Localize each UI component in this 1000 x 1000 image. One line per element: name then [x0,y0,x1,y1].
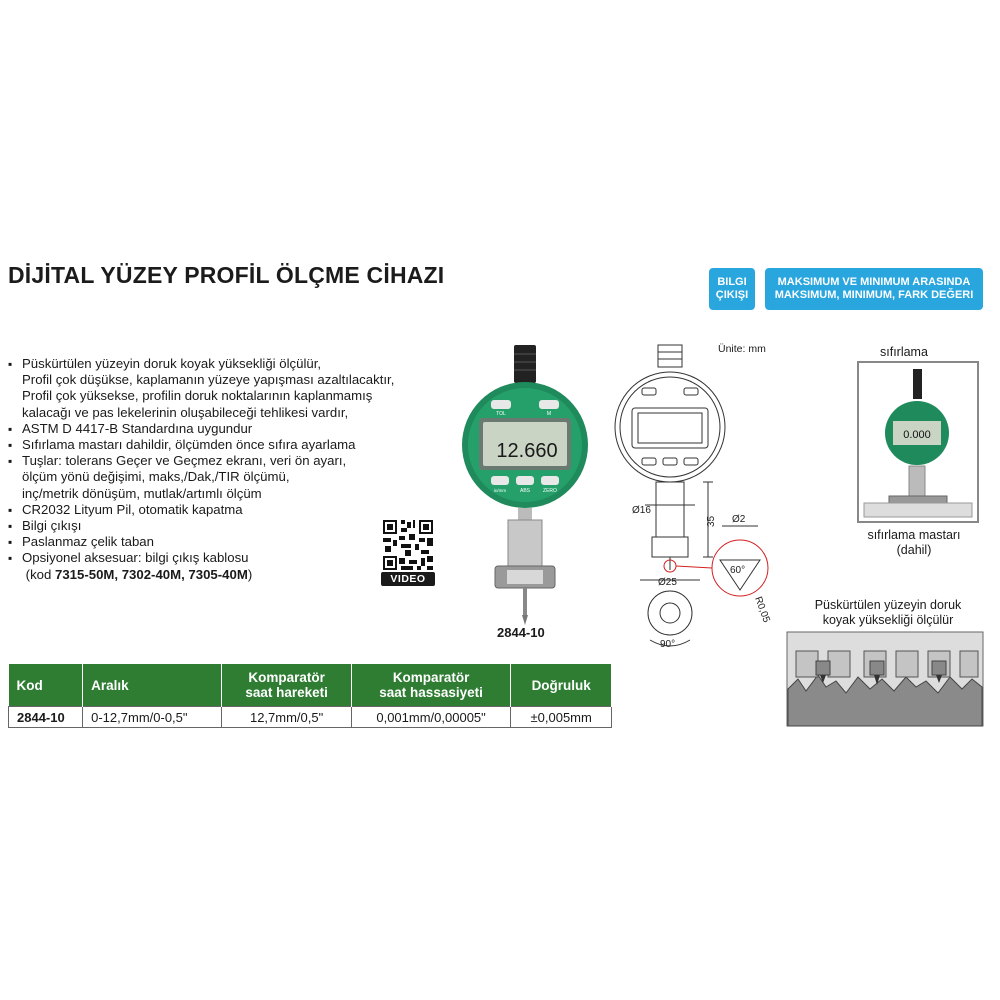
cell-saat-hassasiyeti: 0,001mm/0,00005" [350,706,512,728]
unit-label: Ünite: mm [718,343,766,355]
cell-kod: 2844-10 [7,706,84,728]
feature-text: ölçüm yönü değişimi, maks,/Dak,/TIR ölçü… [22,469,290,485]
col-header-text: saat hassasiyeti [379,685,483,700]
accessory-prefix: (kod [25,566,55,582]
cell-saat-hareketi: 12,7mm/0,5" [221,706,352,728]
zeroing-caption-line: (dahil) [896,543,932,557]
zeroing-lcd-value: 0.000 [903,429,931,441]
feature-text: Paslanmaz çelik taban [22,534,154,550]
abs-label: ABS [520,488,531,494]
feature-text: Püskürtülen yüzeyin doruk koyak yüksekli… [22,356,322,371]
profile-caption-line: Püskürtülen yüzeyin doruk [814,598,962,612]
inch-mm-button[interactable] [491,476,509,485]
zeroing-title: sıfırlama [880,345,928,359]
table-row: 2844-10 0-12,7mm/0-0,5" 12,7mm/0,5" 0,00… [7,706,612,728]
badge-line: ÇIKIŞI [715,289,749,301]
technical-drawing: Ø16 35 Ø2 60° Ø25 R0,05 90° [614,344,772,650]
video-label[interactable]: VIDEO [381,572,435,586]
feature-item: Bilgi çıkışı [8,518,458,534]
m-button[interactable] [539,400,559,409]
accessory-code-list: 7315-50M, 7302-40M, 7305-40M [55,566,248,582]
profile-diagram [786,631,984,727]
feature-item: Püskürtülen yüzeyin doruk koyak yüksekli… [8,356,458,421]
feature-item: Opsiyonel aksesuar: bilgi çıkış kablosu … [8,550,458,582]
col-header-dogruluk: Doğruluk [510,664,612,707]
feature-text: ASTM D 4417-B Standardına uygundur [22,420,253,436]
feature-item: Paslanmaz çelik taban [8,534,458,550]
tol-label: TOL [496,411,506,417]
col-header-text: Aralık [91,677,129,693]
cell-aralik: 0-12,7mm/0-0,5" [82,706,223,728]
accessory-suffix: ) [247,566,253,582]
dim-d25: Ø25 [658,577,677,588]
dim-d2: Ø2 [732,514,746,525]
badge-line: MAKSIMUM, MINIMUM, FARK DEĞERI [774,289,974,301]
zeroing-frame: 0.000 [857,361,979,523]
feature-text: Profil çok yüksekse, profilin doruk nokt… [22,388,373,404]
zeroing-caption-line: sıfırlama mastarı [867,528,961,542]
feature-list: Püskürtülen yüzeyin doruk koyak yüksekli… [8,356,458,583]
accessory-codes: (kod 7315-50M, 7302-40M, 7305-40M) [22,566,253,582]
dim-r005: R0,05 [752,595,772,624]
profile-caption: Püskürtülen yüzeyin doruk koyak yüksekli… [788,598,988,628]
col-header-text: Komparatör [392,670,470,685]
badge-line: BILGI [717,276,747,288]
qr-code-icon[interactable] [381,518,435,572]
zero-button[interactable] [541,476,559,485]
cell-dogruluk: ±0,005mm [510,706,612,728]
col-header-aralik: Aralık [82,664,223,707]
col-header-text: Doğruluk [531,677,591,693]
zero-label: ZERO [543,488,557,494]
lcd-value: 12.660 [496,440,557,462]
data-output-badge: BILGI ÇIKIŞI [709,268,755,310]
badge-line: MAKSIMUM VE MINIMUM ARASINDA [777,276,971,288]
abs-button[interactable] [516,476,534,485]
dim-60: 60° [730,565,745,576]
feature-text: CR2032 Lityum Pil, otomatik kapatma [22,501,243,517]
model-label: 2844-10 [497,625,545,640]
feature-item: Tuşlar: tolerans Geçer ve Geçmez ekranı,… [8,453,458,502]
lcd-screen [483,422,567,466]
minmax-badge: MAKSIMUM VE MINIMUM ARASINDA MAKSIMUM, M… [765,268,983,310]
feature-text: Tuşlar: tolerans Geçer ve Geçmez ekranı,… [22,453,347,469]
zeroing-caption: sıfırlama mastarı (dahil) [864,528,964,558]
feature-item: Sıfırlama mastarı dahildir, ölçümden önc… [8,437,458,453]
dim-35: 35 [706,515,717,527]
col-header-text: Kod [16,677,43,693]
feature-text: Bilgi çıkışı [22,518,82,534]
col-header-text: Komparatör [248,670,325,685]
digital-indicator-illustration: 12.660 TOL M in/mm ABS ZERO [462,345,588,625]
profile-caption-line: koyak yüksekliği ölçülür [822,613,954,627]
stem-sleeve [507,519,543,567]
feature-text: inç/metrik dönüşüm, mutlak/artımlı ölçüm [22,485,262,501]
feature-item: ASTM D 4417-B Standardına uygundur [8,421,458,437]
top-stem [514,345,536,383]
zeroing-illustration: 0.000 [863,369,973,518]
m-label: M [547,411,551,417]
dim-d16: Ø16 [632,505,651,516]
tol-button[interactable] [491,400,511,409]
feature-text: Sıfırlama mastarı dahildir, ölçümden önc… [22,437,356,453]
feature-item: CR2032 Lityum Pil, otomatik kapatma [8,502,458,518]
col-header-text: saat hareketi [245,685,328,700]
feature-text: Profil çok düşükse, kaplamanın yüzeye ya… [22,372,395,388]
feature-text: kalacağı ve pas lekelerinin oluşabileceğ… [22,404,349,420]
col-header-kod: Kod [8,664,84,707]
page-title: DİJİTAL YÜZEY PROFİL ÖLÇME CİHAZI [8,262,445,288]
inch-mm-label: in/mm [494,488,507,493]
feature-text: Opsiyonel aksesuar: bilgi çıkış kablosu [22,550,249,566]
dim-90: 90° [660,639,675,650]
